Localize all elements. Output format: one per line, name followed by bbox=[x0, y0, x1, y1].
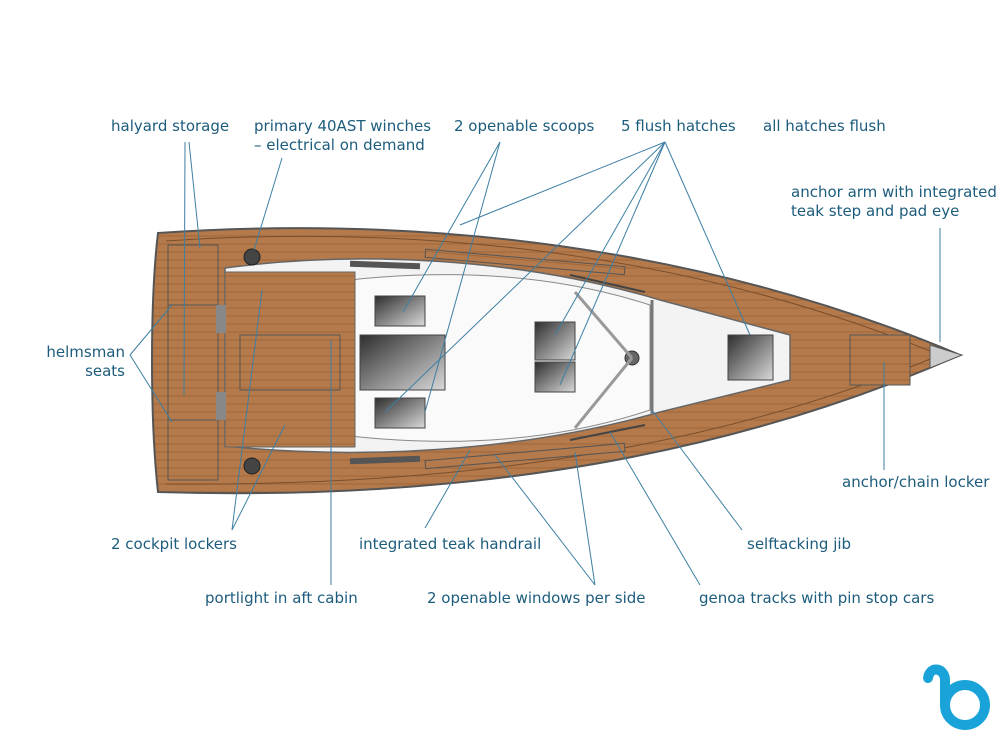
handrail-port bbox=[424, 248, 626, 276]
label-portlight: portlight in aft cabin bbox=[205, 589, 358, 607]
hatch-main-2 bbox=[534, 361, 576, 393]
label-helmsman-line1: helmsman bbox=[46, 343, 125, 361]
label-anchor-chain-locker: anchor/chain locker bbox=[842, 473, 990, 491]
helm-pedestal-stbd bbox=[216, 392, 226, 420]
helm-pedestal-port bbox=[216, 305, 226, 333]
winch-port bbox=[243, 248, 261, 266]
hatch-main-1 bbox=[534, 321, 576, 361]
winch-stbd bbox=[243, 457, 261, 475]
helm-seat-port bbox=[167, 244, 219, 306]
genoa-track-stbd bbox=[569, 424, 646, 441]
transom-bench bbox=[167, 304, 219, 421]
label-anchor-arm-line2: teak step and pad eye bbox=[791, 202, 960, 220]
label-selftacking-jib: selftacking jib bbox=[747, 535, 852, 553]
anchor-locker bbox=[849, 334, 911, 386]
label-genoa-tracks: genoa tracks with pin stop cars bbox=[699, 589, 935, 607]
hatch-aft-port bbox=[374, 295, 426, 327]
hatch-aft-stbd bbox=[374, 397, 426, 429]
label-openable-windows: 2 openable windows per side bbox=[427, 589, 646, 607]
label-halyard-storage: halyard storage bbox=[111, 117, 230, 135]
shroud-port bbox=[573, 291, 634, 359]
cockpit-table bbox=[239, 334, 341, 391]
label-openable-scoops: 2 openable scoops bbox=[454, 117, 595, 135]
label-helmsman-line2: seats bbox=[85, 362, 125, 380]
label-cockpit-lockers: 2 cockpit lockers bbox=[111, 535, 237, 553]
label-flush-hatches: 5 flush hatches bbox=[621, 117, 736, 135]
companionway bbox=[359, 334, 446, 391]
shroud-stbd bbox=[573, 357, 634, 429]
window-stbd bbox=[349, 455, 421, 465]
leader-lines bbox=[129, 141, 941, 586]
handrail-stbd bbox=[424, 442, 626, 470]
label-anchor-arm-line1: anchor arm with integrated bbox=[791, 183, 997, 201]
boat-brand-logo bbox=[923, 664, 990, 730]
hatch-forward bbox=[727, 334, 774, 381]
bow-fitting bbox=[929, 344, 964, 369]
label-primary-winches-line1: primary 40AST winches bbox=[254, 117, 432, 135]
helm-seat-stbd bbox=[167, 419, 219, 481]
window-port bbox=[349, 260, 421, 270]
label-teak-handrail: integrated teak handrail bbox=[359, 535, 542, 553]
label-all-hatches-flush: all hatches flush bbox=[763, 117, 886, 135]
genoa-track-port bbox=[569, 274, 646, 293]
label-primary-winches-line2: – electrical on demand bbox=[254, 136, 425, 154]
